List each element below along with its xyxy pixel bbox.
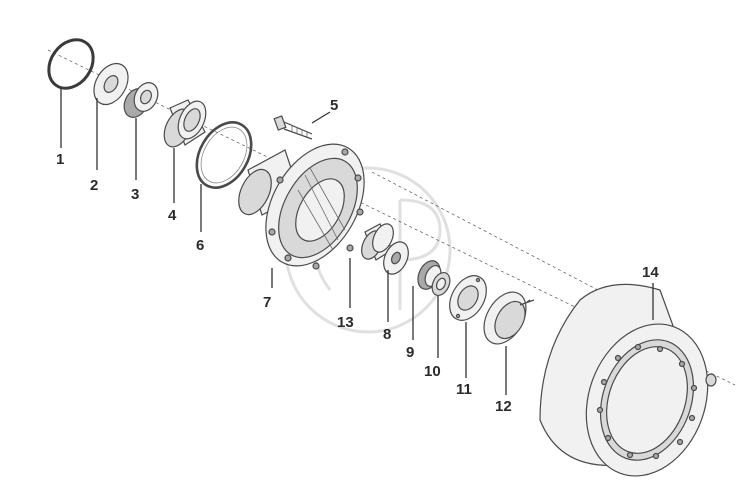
callout-1: 1	[56, 151, 64, 168]
drum-stud-nut	[705, 373, 717, 387]
callout-13: 13	[337, 314, 354, 331]
part-5-stud	[273, 115, 313, 140]
callout-14: 14	[642, 264, 659, 281]
part-11-gasket-plate	[449, 275, 487, 321]
callout-11: 11	[456, 381, 472, 398]
callout-12: 12	[495, 398, 512, 415]
callout-8: 8	[383, 326, 391, 343]
part-2-washer	[93, 62, 129, 106]
callout-3: 3	[131, 186, 139, 203]
callout-10: 10	[424, 363, 441, 380]
callout-4: 4	[168, 207, 177, 224]
part-10-nut	[431, 272, 451, 296]
callout-6: 6	[196, 237, 204, 254]
callout-5: 5	[330, 97, 338, 114]
part-14-brake-drum	[539, 283, 717, 477]
part-8-washer	[383, 241, 409, 275]
part-12-hub-cap	[483, 291, 535, 345]
part-13-bearing-cone	[361, 223, 394, 261]
callout-9: 9	[406, 344, 414, 361]
part-4-bearing-cup	[163, 99, 207, 148]
part-6-gasket	[195, 121, 253, 189]
part-3-nut	[123, 82, 159, 118]
callout-2: 2	[90, 177, 98, 194]
part-1-snap-ring	[47, 38, 95, 90]
callout-7: 7	[263, 294, 271, 311]
part-7-hub	[238, 143, 365, 270]
leader-lines	[60, 88, 654, 395]
callout-labels: 1 2 3 4 5 6 7 13 8 9 10 11 12 14	[56, 97, 659, 415]
